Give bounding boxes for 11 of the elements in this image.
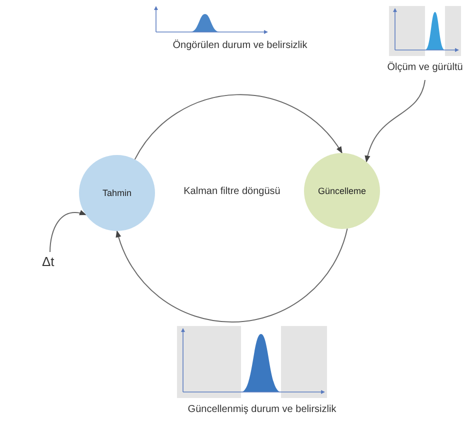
arrow	[134, 94, 342, 160]
node-label: Ölçüm ve gürültü	[387, 62, 463, 73]
caption-text: Öngörülen durum ve belirsizlik	[172, 40, 308, 51]
process-circle: Tahmin	[79, 155, 155, 231]
process-circle: Güncelleme	[304, 153, 380, 229]
node-label: Δt	[42, 254, 54, 269]
caption-text: Güncellenmiş durum ve belirsizlik	[188, 404, 336, 415]
arrow	[50, 210, 87, 252]
caption-text: Kalman filtre döngüsü	[184, 186, 280, 197]
arrow	[365, 80, 426, 163]
arrow	[116, 228, 348, 322]
